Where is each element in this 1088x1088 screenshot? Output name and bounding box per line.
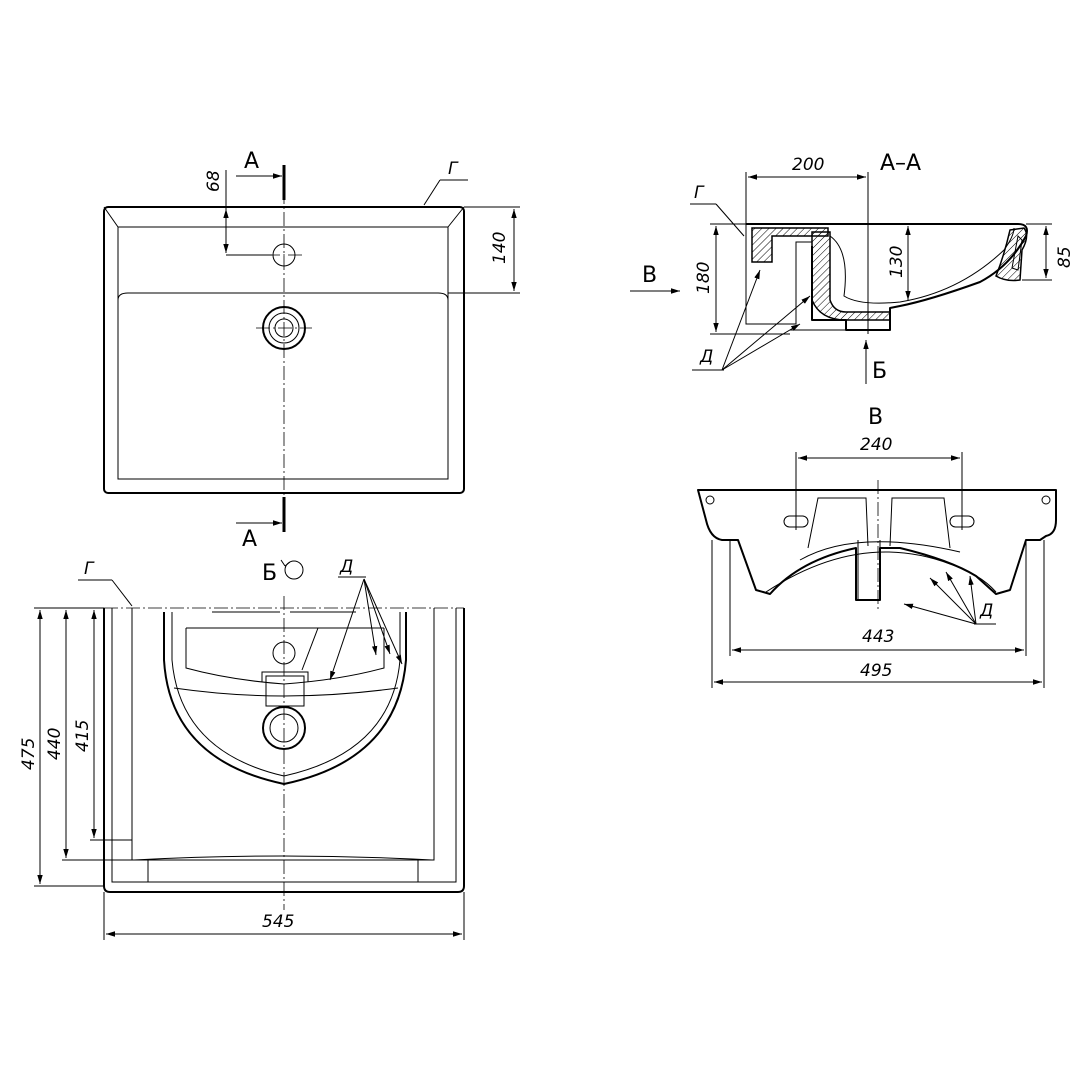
marker-g-front: Г: [84, 559, 95, 579]
marker-d-view-v: Д: [979, 601, 993, 621]
view-b-label: Б: [262, 561, 277, 586]
dim-85-label: 85: [1055, 246, 1075, 268]
dim-475-label: 475: [19, 738, 39, 770]
marker-d-section: Д: [699, 347, 713, 367]
dim-240-label: 240: [860, 435, 892, 455]
marker-d-front: Д: [339, 557, 353, 577]
view-v: В 240 443 495 Д: [697, 405, 1057, 688]
dim-140-label: 140: [490, 232, 510, 264]
arrow-v-label: В: [642, 263, 657, 288]
marker-g-top: Г: [448, 159, 459, 179]
dim-200-label: 200: [792, 155, 824, 175]
section-label-a-top: А: [244, 149, 259, 174]
marker-g-section: Г: [694, 183, 705, 203]
view-v-title: В: [868, 405, 883, 430]
dim-130-label: 130: [887, 246, 907, 278]
dim-440-label: 440: [45, 728, 65, 760]
dim-68-label: 68: [204, 170, 224, 192]
top-view: А А 68 140 Г: [103, 149, 520, 552]
dim-180-label: 180: [694, 262, 714, 294]
dim-415-label: 415: [73, 720, 93, 752]
dim-495-label: 495: [860, 661, 892, 681]
front-view: 475 440 415 545 Г Д Б: [19, 557, 465, 940]
section-title: А–А: [880, 151, 921, 176]
section-label-a-bottom: А: [242, 527, 257, 552]
dim-545-label: 545: [262, 912, 294, 932]
arrow-b-label: Б: [872, 359, 887, 384]
section-view: А–А 200 180 130 85 Г: [630, 151, 1075, 384]
dim-443-label: 443: [862, 627, 894, 647]
view-rotation-icon: [284, 560, 304, 580]
